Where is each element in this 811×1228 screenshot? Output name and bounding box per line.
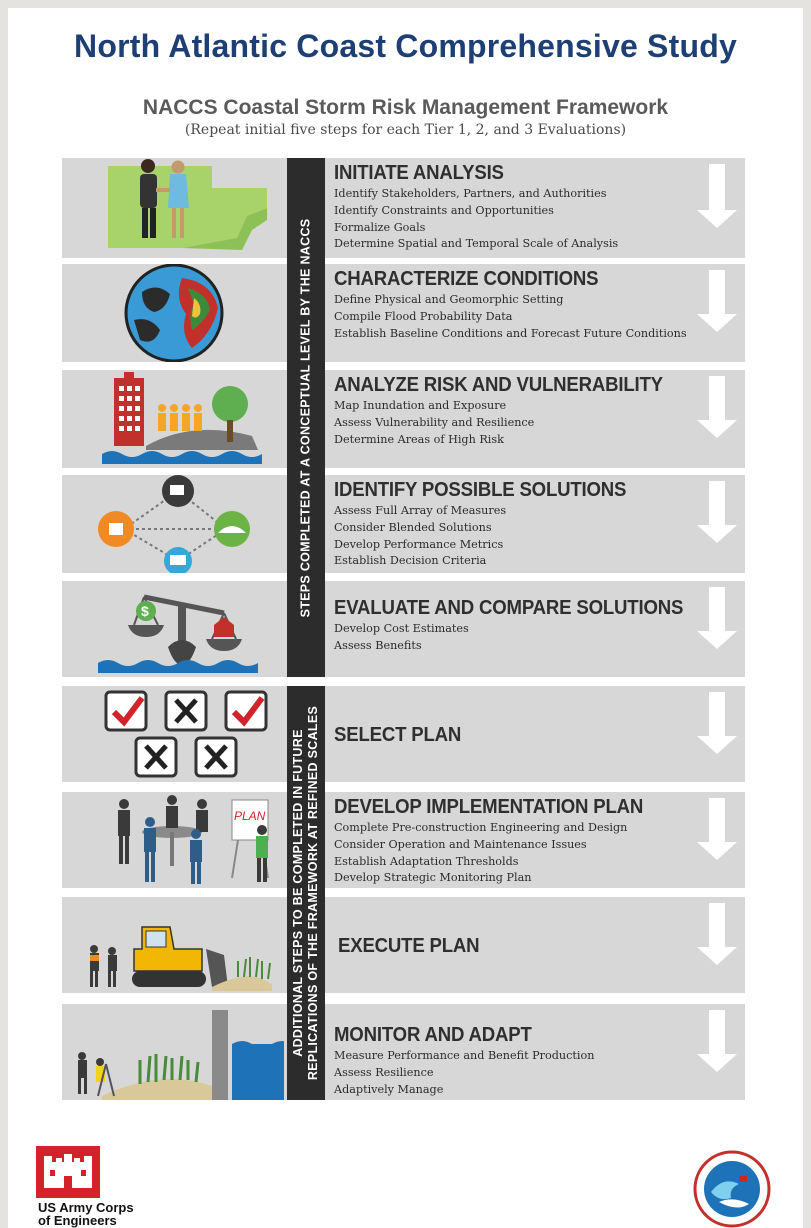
step-item: Assess Full Array of Measures: [334, 504, 507, 517]
step-item: Identify Stakeholders, Partners, and Aut…: [334, 187, 607, 200]
step-item: Measure Performance and Benefit Producti…: [334, 1049, 595, 1062]
step-title: INITIATE ANALYSIS: [334, 162, 504, 184]
step-item: Complete Pre-construction Engineering an…: [334, 821, 628, 834]
step-title: IDENTIFY POSSIBLE SOLUTIONS: [334, 479, 627, 501]
step-item: Develop Performance Metrics: [334, 537, 504, 551]
step-execute-plan: EXECUTE PLAN: [62, 897, 745, 993]
step-initiate-analysis: INITIATE ANALYSIS Identify Stakeholders,…: [62, 158, 745, 258]
future-steps-label-line2: REPLICATIONS OF THE FRAMEWORK AT REFINED…: [306, 705, 320, 1081]
step-item: Assess Vulnerability and Resilience: [334, 415, 535, 429]
step-title: SELECT PLAN: [334, 724, 462, 746]
step-title: EXECUTE PLAN: [338, 935, 480, 957]
usace-name: US Army Corps of Engineers: [38, 1201, 134, 1227]
step-item: Establish Baseline Conditions and Foreca…: [334, 326, 687, 340]
step-item: Consider Blended Solutions: [334, 520, 492, 534]
balance-scale-icon: $: [98, 594, 258, 673]
meeting-people-icon: PLAN: [118, 795, 269, 884]
conceptual-level-bar: STEPS COMPLETED AT A CONCEPTUAL LEVEL BY…: [287, 158, 325, 677]
framework-subtitle: NACCS Coastal Storm Risk Management Fram…: [142, 96, 669, 119]
floodwall-monitoring-icon: [78, 1010, 284, 1100]
down-arrow-icon: [697, 692, 737, 754]
usace-name-line1: US Army Corps: [38, 1200, 134, 1215]
step-item: Develop Cost Estimates: [334, 622, 469, 635]
handshake-map-icon: [108, 159, 267, 250]
future-steps-label-line1: ADDITIONAL STEPS TO BE COMPLETED IN FUTU…: [291, 729, 305, 1057]
usace-name-line2: of Engineers: [38, 1213, 117, 1228]
building-people-tree-icon: [102, 372, 262, 464]
step-title: DEVELOP IMPLEMENTATION PLAN: [334, 796, 644, 818]
step-monitor-adapt: MONITOR AND ADAPT Measure Performance an…: [62, 1004, 745, 1100]
down-arrow-icon: [697, 376, 737, 438]
svg-text:$: $: [141, 603, 149, 619]
step-item: Formalize Goals: [334, 220, 426, 234]
infographic-page: North Atlantic Coast Comprehensive Study…: [8, 8, 803, 1228]
step-item: Identify Constraints and Opportunities: [334, 203, 554, 217]
step-item: Determine Spatial and Temporal Scale of …: [334, 237, 619, 251]
step-item: Define Physical and Geomorphic Setting: [334, 293, 564, 306]
down-arrow-icon: [697, 587, 737, 649]
step-item: Establish Adaptation Thresholds: [334, 854, 519, 868]
down-arrow-icon: [697, 903, 737, 965]
down-arrow-icon: [697, 1010, 737, 1072]
step-item: Adaptively Manage: [334, 1082, 444, 1096]
down-arrow-icon: [697, 481, 737, 543]
step-analyze-risk: ANALYZE RISK AND VULNERABILITY Map Inund…: [62, 370, 745, 468]
step-item: Assess Resilience: [334, 1065, 434, 1079]
step-item: Map Inundation and Exposure: [334, 399, 507, 412]
down-arrow-icon: [697, 270, 737, 332]
step-item: Determine Areas of High Risk: [334, 432, 504, 446]
step-item: Develop Strategic Monitoring Plan: [334, 871, 532, 885]
step-identify-solutions: IDENTIFY POSSIBLE SOLUTIONS Assess Full …: [62, 475, 745, 573]
bulldozer-icon: [90, 926, 272, 991]
step-select-plan: SELECT PLAN: [62, 686, 745, 782]
coastal-storm-risk-seal-icon: [693, 1150, 771, 1228]
down-arrow-icon: [697, 798, 737, 860]
conceptual-level-label: STEPS COMPLETED AT A CONCEPTUAL LEVEL BY…: [298, 218, 313, 617]
solutions-network-icon: [98, 475, 250, 573]
step-item: Consider Operation and Maintenance Issue…: [334, 837, 587, 851]
step-item: Establish Decision Criteria: [334, 554, 487, 568]
step-item: Assess Benefits: [334, 638, 422, 652]
step-develop-implementation-plan: PLAN DEVELOP IMPLEMENTATION PLAN Complet…: [62, 792, 745, 888]
step-title: MONITOR AND ADAPT: [334, 1024, 532, 1046]
future-steps-label: ADDITIONAL STEPS TO BE COMPLETED IN FUTU…: [291, 706, 321, 1080]
page-title: North Atlantic Coast Comprehensive Study: [74, 28, 737, 64]
usace-castle-logo-icon: [36, 1146, 100, 1198]
framework-note: (Repeat initial five steps for each Tier…: [184, 122, 627, 138]
step-characterize-conditions: CHARACTERIZE CONDITIONS Define Physical …: [62, 264, 745, 362]
step-item: Compile Flood Probability Data: [334, 309, 513, 323]
plan-board-label: PLAN: [234, 809, 266, 823]
step-title: EVALUATE AND COMPARE SOLUTIONS: [334, 597, 684, 619]
step-title: CHARACTERIZE CONDITIONS: [334, 268, 599, 290]
future-steps-bar: ADDITIONAL STEPS TO BE COMPLETED IN FUTU…: [287, 686, 325, 1100]
step-title: ANALYZE RISK AND VULNERABILITY: [334, 374, 663, 396]
step-evaluate-solutions: $ EVALUATE AND COMPARE SOLUTIONS Develop…: [62, 581, 745, 677]
globe-map-icon: [124, 264, 224, 362]
checkbox-selection-icon: [104, 690, 268, 778]
down-arrow-icon: [697, 164, 737, 228]
